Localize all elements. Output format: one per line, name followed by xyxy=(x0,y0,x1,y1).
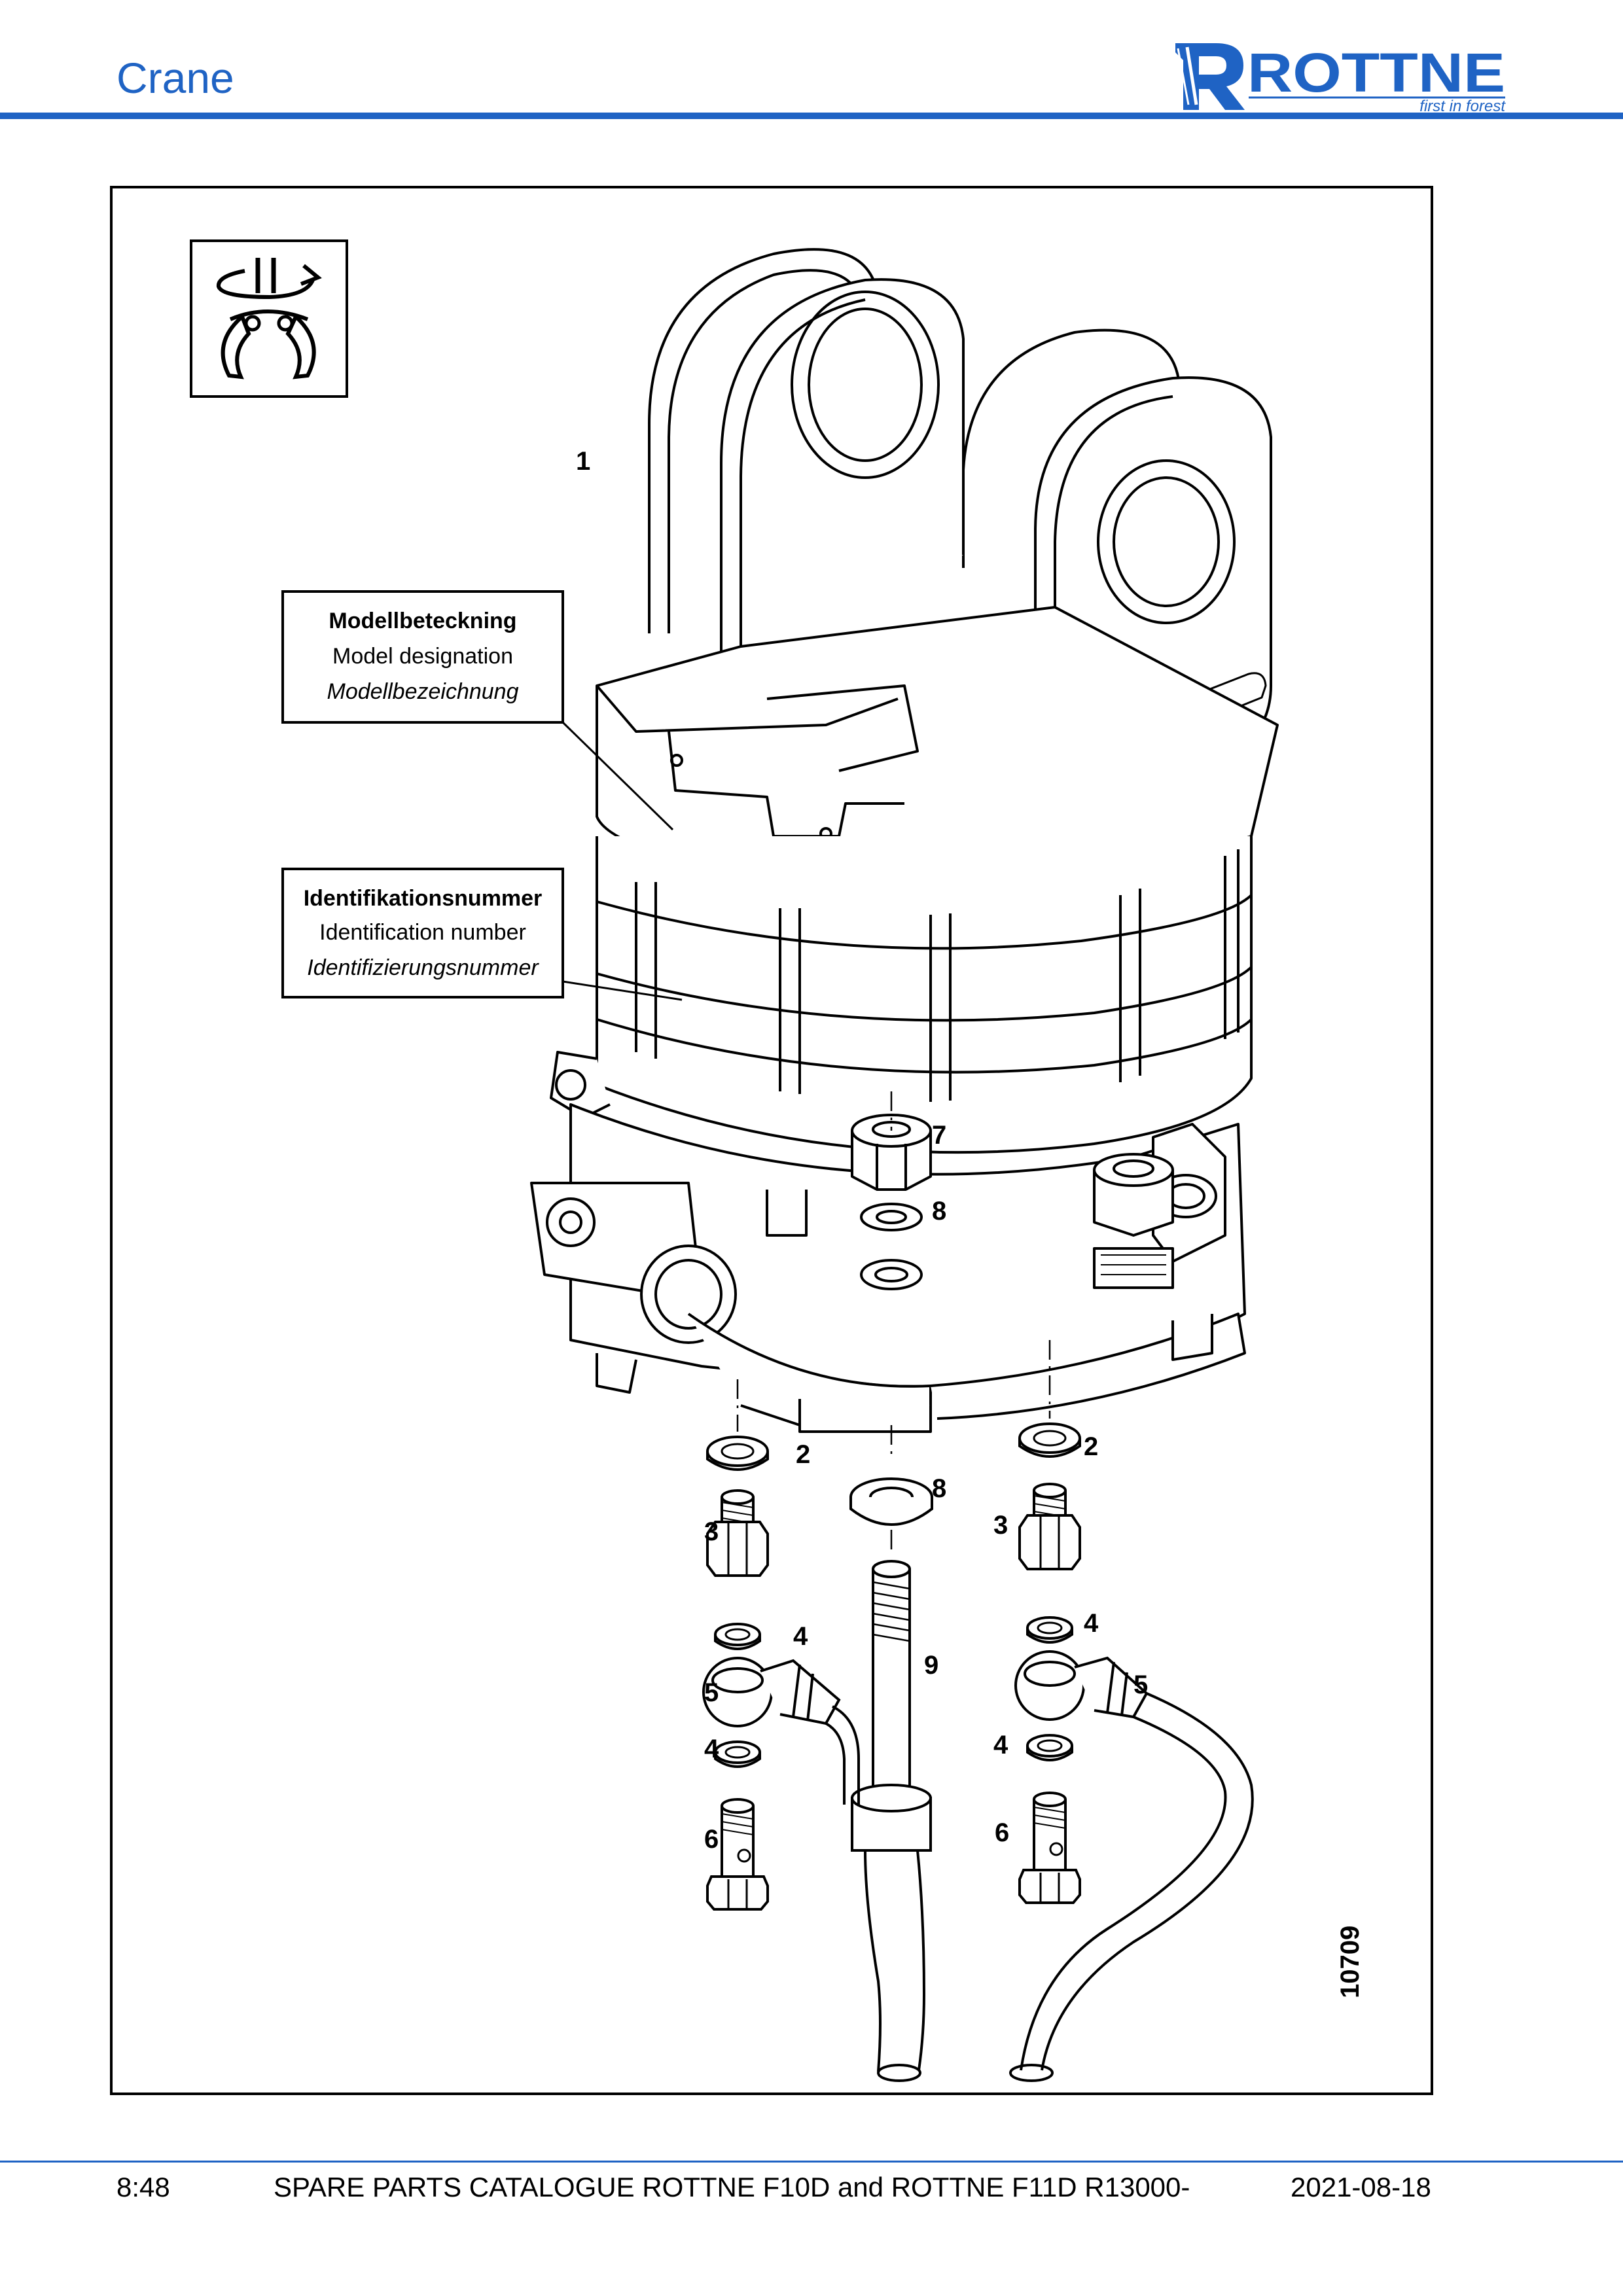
item-label-4-right-lower: 4 xyxy=(993,1731,1008,1759)
drawing-number: 10709 xyxy=(1336,1926,1364,1998)
callout-identification-number: Identifikationsnummer Identification num… xyxy=(281,868,683,1001)
logo-tagline: first in forest xyxy=(1419,97,1506,114)
callout-model-designation: Modellbeteckning Model designation Model… xyxy=(281,590,674,831)
centre-lines xyxy=(736,1091,1051,1556)
left-fitting-stack xyxy=(702,1436,841,1911)
item-label-6-left: 6 xyxy=(704,1825,719,1854)
rotator-grapple-icon xyxy=(216,258,322,380)
header-rule xyxy=(0,113,1623,119)
centre-tube-assembly xyxy=(849,1477,933,1852)
item-label-2-left: 2 xyxy=(796,1440,810,1469)
footer-rule xyxy=(0,2161,1623,2163)
item-label-4-left-lower: 4 xyxy=(704,1735,719,1763)
callout-ident-de: Identifizierungsnummer xyxy=(307,955,539,980)
item-label-2-right: 2 xyxy=(1084,1432,1098,1461)
item-label-1: 1 xyxy=(576,447,590,476)
item-label-5-left: 5 xyxy=(704,1678,719,1707)
right-fitting-stack xyxy=(1014,1422,1149,1904)
item-number-labels: 1 7 8 2 2 8 3 3 4 4 9 5 5 4 4 6 6 xyxy=(576,447,1148,1854)
rotator-assembly: indexator xyxy=(530,248,1279,1433)
page-title: Crane xyxy=(116,54,234,102)
figure-frame: indexator xyxy=(110,186,1433,2095)
item-label-8-upper: 8 xyxy=(932,1197,946,1226)
item-label-5-right: 5 xyxy=(1133,1670,1148,1699)
item-label-6-right: 6 xyxy=(995,1818,1009,1847)
item-label-3-right: 3 xyxy=(993,1511,1008,1540)
rottne-r-emblem-icon xyxy=(1175,43,1245,110)
document-date: 2021-08-18 xyxy=(1291,2172,1431,2202)
rottne-logo: ROTTNE first in forest xyxy=(1175,42,1506,114)
item-label-4-left-upper: 4 xyxy=(793,1622,808,1651)
rotator-grapple-symbol xyxy=(190,239,348,398)
item-label-9: 9 xyxy=(924,1651,938,1680)
item-label-4-right-upper: 4 xyxy=(1084,1609,1099,1638)
item-label-3-left: 3 xyxy=(704,1517,719,1546)
item-label-7: 7 xyxy=(932,1121,946,1150)
catalogue-title: SPARE PARTS CATALOGUE ROTTNE F10D and RO… xyxy=(274,2172,1190,2202)
callout-model-de: Modellbezeichnung xyxy=(327,679,519,704)
callout-ident-en: Identification number xyxy=(319,920,526,945)
exploded-view-drawing: indexator xyxy=(190,239,1364,2082)
item-label-8-lower: 8 xyxy=(932,1474,946,1503)
callout-ident-sv: Identifikationsnummer xyxy=(304,886,543,911)
hydraulic-hoses xyxy=(825,1692,1254,2082)
callout-model-en: Model designation xyxy=(332,644,513,669)
logo-wordmark: ROTTNE xyxy=(1247,42,1505,103)
page-number: 8:48 xyxy=(116,2172,170,2202)
callout-model-sv: Modellbeteckning xyxy=(329,609,516,633)
